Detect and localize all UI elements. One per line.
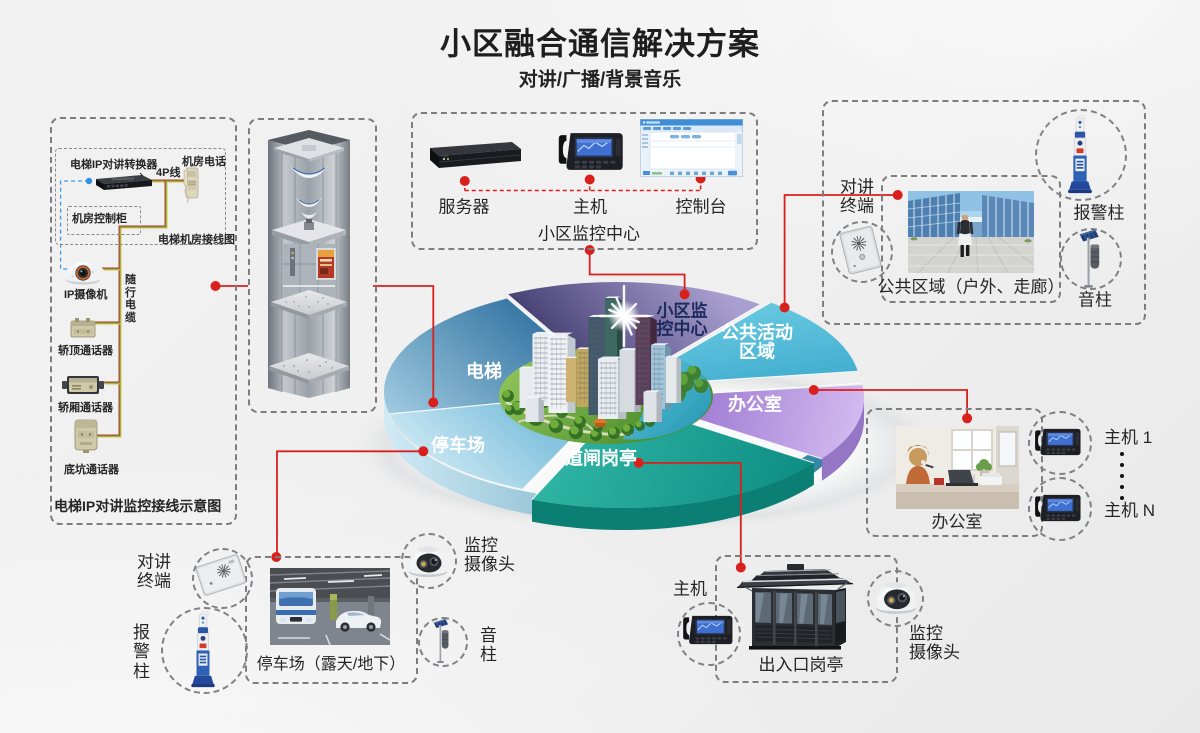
phone-circle-booth	[677, 602, 741, 666]
car-top-intercom-label: 轿顶通话器	[58, 345, 113, 357]
booth-caption: 出入口岗亭	[758, 655, 844, 675]
sound-column-circle-top	[1060, 228, 1122, 290]
ellipsis-dot	[1120, 485, 1124, 489]
pie-segment-0	[507, 282, 761, 388]
ip-camera-label: IP摄像机	[64, 289, 108, 301]
car-intercom-label: 轿厢通话器	[58, 402, 113, 414]
pie-segment-label-0: 小区监 控中心	[656, 301, 708, 339]
alarm-column-label-bottom: 报 警 柱	[133, 623, 150, 681]
camera-circle-bottom-left	[401, 533, 457, 589]
pie-segment-label-2: 电梯	[466, 361, 502, 382]
hostn-circle	[1028, 477, 1092, 541]
red-connectors	[215, 194, 968, 568]
alarm-column-label-top: 报警柱	[1073, 203, 1125, 223]
parking-box	[245, 556, 418, 684]
page-title: 小区融合通信解决方案	[440, 26, 760, 62]
host1-phone-image	[1035, 428, 1081, 456]
camera-booth-image	[876, 582, 916, 614]
elevator-box	[248, 118, 377, 413]
hosts-ellipsis-dots	[1120, 452, 1124, 500]
sound-column-circle-bottom	[418, 617, 468, 667]
machine-room-diagram-label: 电梯机房接线图	[158, 234, 235, 246]
console-image	[640, 119, 743, 177]
elevator-image	[268, 130, 350, 398]
wiring-cables	[93, 179, 189, 438]
camera-label-booth: 监控 摄像头	[909, 624, 960, 663]
sound-column-top-image	[1079, 229, 1100, 288]
sound-column-label-top: 音柱	[1078, 290, 1112, 310]
pie-segment-label-5: 办公室	[728, 394, 782, 415]
office-photo	[896, 426, 1019, 509]
machine-room-phone-label: 机房电话	[182, 156, 226, 168]
camera-label-bottom-left: 监控 摄像头	[464, 536, 515, 575]
parking-caption: 停车场（露天/地下）	[256, 655, 406, 673]
machine-room-box	[55, 148, 226, 245]
converter-label: 电梯IP对讲转换器	[70, 159, 158, 171]
sun-flare-icon	[598, 284, 650, 348]
host-label: 主机	[573, 197, 607, 217]
alarm-column-circle-top	[1035, 109, 1127, 201]
car-intercom-image	[62, 376, 104, 394]
host1-circle	[1028, 411, 1092, 475]
sound-column-label-bottom: 音 柱	[480, 626, 497, 665]
trailing-cable-label: 随 行 电 缆	[125, 274, 136, 324]
host1-label: 主机 1	[1104, 428, 1153, 447]
machine-room-phone-image	[183, 167, 199, 204]
pit-intercom-image	[74, 419, 98, 453]
pit-intercom-label: 底坑通话器	[64, 464, 119, 476]
booth-host-label: 主机	[673, 579, 707, 599]
server-image	[430, 142, 522, 168]
ellipsis-dot	[1120, 452, 1124, 456]
converter-image	[96, 172, 152, 190]
page-subtitle: 对讲/广播/背景音乐	[518, 69, 682, 91]
alarm-column-bottom-image	[191, 610, 215, 688]
camera-bottom-left-image	[409, 546, 447, 577]
alarm-column-top-image	[1068, 114, 1092, 194]
pie-segment-label-1: 公共活动 区域	[721, 322, 793, 362]
hostn-label: 主机 N	[1104, 501, 1155, 520]
intercom-terminal-circle-top	[831, 221, 893, 283]
parking-photo	[270, 568, 390, 645]
office-box	[866, 408, 1043, 537]
intercom-terminal-bottom-image	[195, 554, 247, 596]
server-label: 服务器	[438, 197, 490, 217]
monitor-center-caption: 小区监控中心	[538, 224, 640, 244]
booth-phone-image	[683, 615, 733, 645]
monitor-center-box	[411, 112, 758, 250]
city-illustration	[499, 284, 713, 444]
intercom-terminal-label-top: 对讲 终端	[840, 177, 874, 216]
office-caption: 办公室	[931, 512, 983, 532]
elevator-wiring-caption: 电梯IP对讲监控接线示意图	[54, 498, 222, 514]
car-top-intercom-image	[70, 318, 96, 338]
alarm-column-circle-bottom	[161, 607, 248, 694]
public-area-outer-box	[822, 100, 1146, 325]
public-area-photo	[908, 191, 1034, 273]
hostn-phone-image	[1035, 494, 1081, 522]
sound-column-bottom-image	[433, 618, 449, 663]
public-area-caption: 公共区域（户外、走廊）	[877, 277, 1065, 297]
control-cabinet-box	[67, 206, 141, 235]
intercom-terminal-top-image	[839, 226, 882, 274]
console-label: 控制台	[675, 197, 727, 217]
wire-4p-label: 4P线	[156, 167, 181, 179]
pie-segment-label-3: 停车场	[431, 435, 485, 456]
ellipsis-dot	[1120, 496, 1124, 500]
ellipsis-dot	[1120, 463, 1124, 467]
intercom-terminal-circle-bottom	[192, 548, 253, 609]
control-cabinet-label: 机房控制柜	[72, 213, 127, 225]
elevator-wiring-box	[50, 117, 237, 525]
booth-image	[736, 564, 854, 650]
intercom-terminal-label-bottom: 对讲 终端	[137, 552, 171, 591]
pie-segment-label-4: 道闸岗亭	[565, 448, 637, 469]
camera-circle-booth	[867, 570, 924, 627]
ip-camera-image	[66, 260, 100, 285]
camera-blue-link	[59, 180, 89, 270]
ellipsis-dot	[1120, 474, 1124, 478]
host-phone-image	[558, 133, 623, 170]
